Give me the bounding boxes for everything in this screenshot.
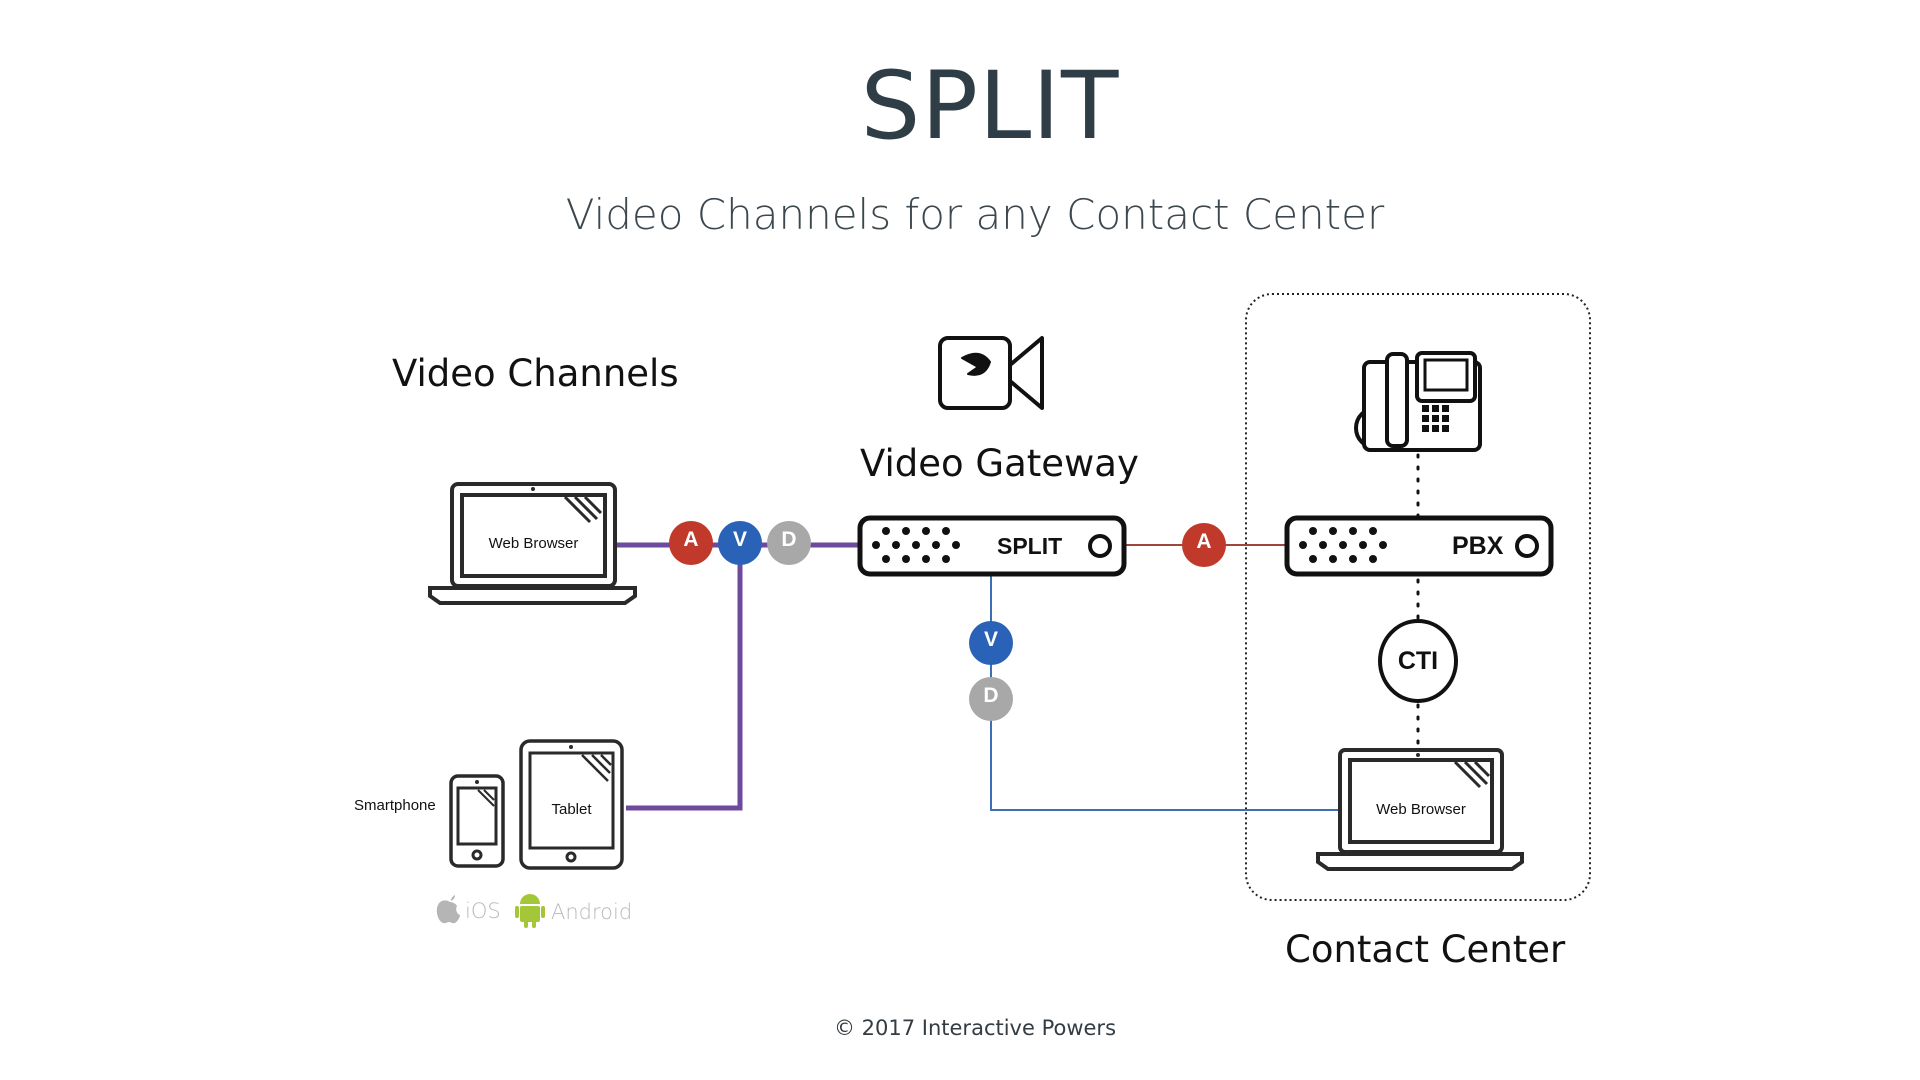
copyright-footer: © 2017 Interactive Powers <box>833 1016 1117 1040</box>
badge-data-down <box>969 677 1013 721</box>
contact-center-heading: Contact Center <box>1285 928 1566 971</box>
page-subtitle: Video Channels for any Contact Center <box>565 190 1385 239</box>
ios-label: iOS <box>465 899 501 923</box>
smartphone-label: Smartphone <box>354 797 436 814</box>
left-laptop-label: Web Browser <box>488 535 579 552</box>
badge-video-down-label: V <box>983 628 998 651</box>
badge-video-left <box>718 521 762 565</box>
video-gateway-heading: Video Gateway <box>860 442 1139 485</box>
badge-video-label: V <box>732 528 747 551</box>
badge-audio-link-label: A <box>1196 530 1212 553</box>
power-indicator <box>1515 534 1539 558</box>
page-title: SPLIT <box>860 52 1120 161</box>
desk-phone-icon <box>1354 351 1482 452</box>
badge-audio-label: A <box>683 528 699 551</box>
tablet-icon <box>519 739 624 870</box>
split-device-label: SPLIT <box>997 533 1063 559</box>
purple-link <box>612 542 860 811</box>
vent-dots <box>1299 527 1387 563</box>
apple-icon <box>436 895 460 924</box>
badge-data-left <box>767 521 811 565</box>
cti-node <box>1378 619 1458 703</box>
android-label: Android <box>551 900 633 924</box>
right-laptop-label: Web Browser <box>1376 801 1466 818</box>
keypad <box>1422 405 1449 432</box>
video-camera-icon <box>938 336 1044 410</box>
tablet-label: Tablet <box>551 801 592 818</box>
badge-audio-left <box>669 521 713 565</box>
video-data-link <box>990 575 1340 811</box>
cti-label: CTI <box>1397 647 1439 675</box>
power-indicator <box>1088 534 1112 558</box>
vent-dots <box>872 527 960 563</box>
smartphone-icon <box>449 774 505 868</box>
video-channels-heading: Video Channels <box>392 352 679 395</box>
pbx-device <box>1284 515 1554 577</box>
badge-video-down <box>969 621 1013 665</box>
contact-center-boundary <box>1245 293 1591 901</box>
android-icon <box>515 894 545 928</box>
badge-data-down-label: D <box>983 684 999 707</box>
badge-data-label: D <box>781 528 797 551</box>
laptop-icon <box>1316 748 1524 871</box>
laptop-icon <box>428 482 637 605</box>
pbx-device-label: PBX <box>1452 532 1504 560</box>
split-gateway-device <box>857 515 1127 577</box>
badge-audio-link <box>1182 523 1226 567</box>
